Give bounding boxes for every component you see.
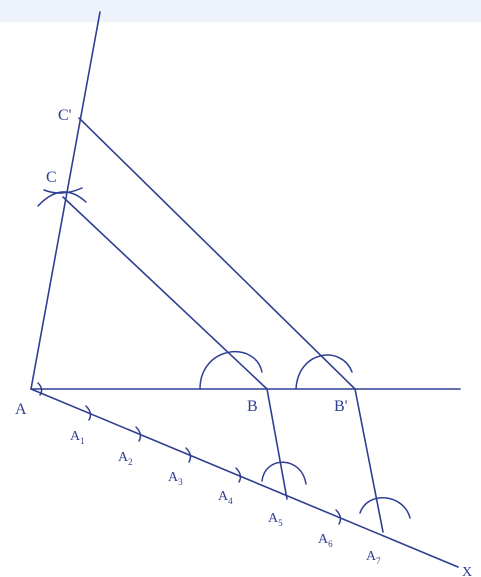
top-strip [0,0,481,22]
line-b-prime-c-prime [78,117,356,390]
line-ac-extended [30,11,101,390]
arc-at-a7 [359,497,411,519]
line-bc [62,196,268,390]
label-c-prime: C' [58,107,72,124]
angle-arc-at-b-prime [295,354,353,390]
division-tick-a6 [335,509,342,525]
label-a7: A7 [366,549,381,566]
label-b: B [247,398,258,415]
division-tick-a4 [235,467,242,483]
ray-ax [30,388,459,568]
label-a: A [15,401,27,418]
arc-at-c [37,191,87,207]
label-a6: A6 [318,532,333,549]
label-a5: A5 [268,511,283,528]
label-a2: A2 [118,450,133,467]
division-tick-a2 [135,426,142,442]
line-b-a5 [266,388,288,500]
label-x: X [462,565,472,577]
label-a4: A4 [218,489,233,506]
label-a1: A1 [70,429,85,446]
angle-mark-a [37,382,43,396]
arc-at-a5 [261,461,307,485]
label-c: C [46,169,57,186]
division-tick-a1 [85,405,92,421]
line-b-prime-a7 [354,388,384,533]
division-tick-a3 [185,447,192,463]
label-b-prime: B' [334,398,348,415]
arc-at-c-cross [43,187,83,194]
angle-arc-at-b [199,350,263,390]
label-a3: A3 [168,470,183,487]
